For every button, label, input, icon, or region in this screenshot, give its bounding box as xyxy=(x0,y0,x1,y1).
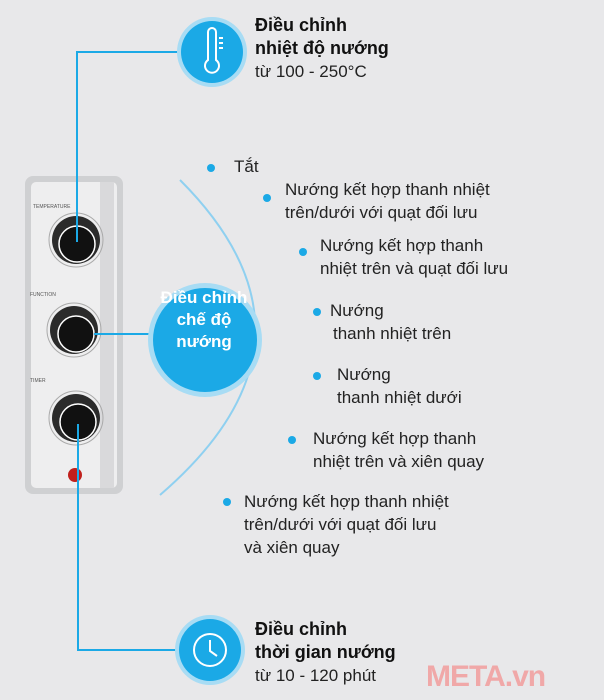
function-label: FUNCTION xyxy=(30,292,56,298)
temperature-title-1: Điều chỉnh xyxy=(255,15,348,35)
timer-description: Điều chỉnh thời gian nướng từ 10 - 120 p… xyxy=(255,618,396,687)
timer-range: từ 10 - 120 phút xyxy=(255,666,377,685)
timer-title-1: Điều chỉnh xyxy=(255,619,348,639)
timer-label: TIMER xyxy=(30,378,46,384)
function-title: Điều chỉnh chế độ nướng xyxy=(150,287,258,353)
power-indicator-light xyxy=(68,468,82,482)
timer-connector xyxy=(77,424,180,651)
timer-title-2: thời gian nướng xyxy=(255,642,396,662)
function-title-3: nướng xyxy=(176,332,232,351)
thermometer-icon xyxy=(204,27,223,74)
mode-off: Tắt xyxy=(234,157,259,176)
function-title-2: chế độ xyxy=(176,310,232,329)
timer-knob xyxy=(48,390,104,446)
clock-icon xyxy=(193,633,227,667)
mode-dots xyxy=(207,164,321,506)
temperature-knob xyxy=(48,212,104,268)
function-title-1: Điều chỉnh xyxy=(160,288,248,307)
temperature-range: từ 100 - 250°C xyxy=(255,62,367,81)
function-knob xyxy=(46,302,102,358)
temperature-connector xyxy=(76,51,180,242)
watermark-logo: META.vn xyxy=(426,660,546,693)
temperature-description: Điều chỉnh nhiệt độ nướng từ 100 - 250°C xyxy=(255,14,389,83)
temperature-label: TEMPERATURE xyxy=(33,204,71,210)
temperature-title-2: nhiệt độ nướng xyxy=(255,38,389,58)
